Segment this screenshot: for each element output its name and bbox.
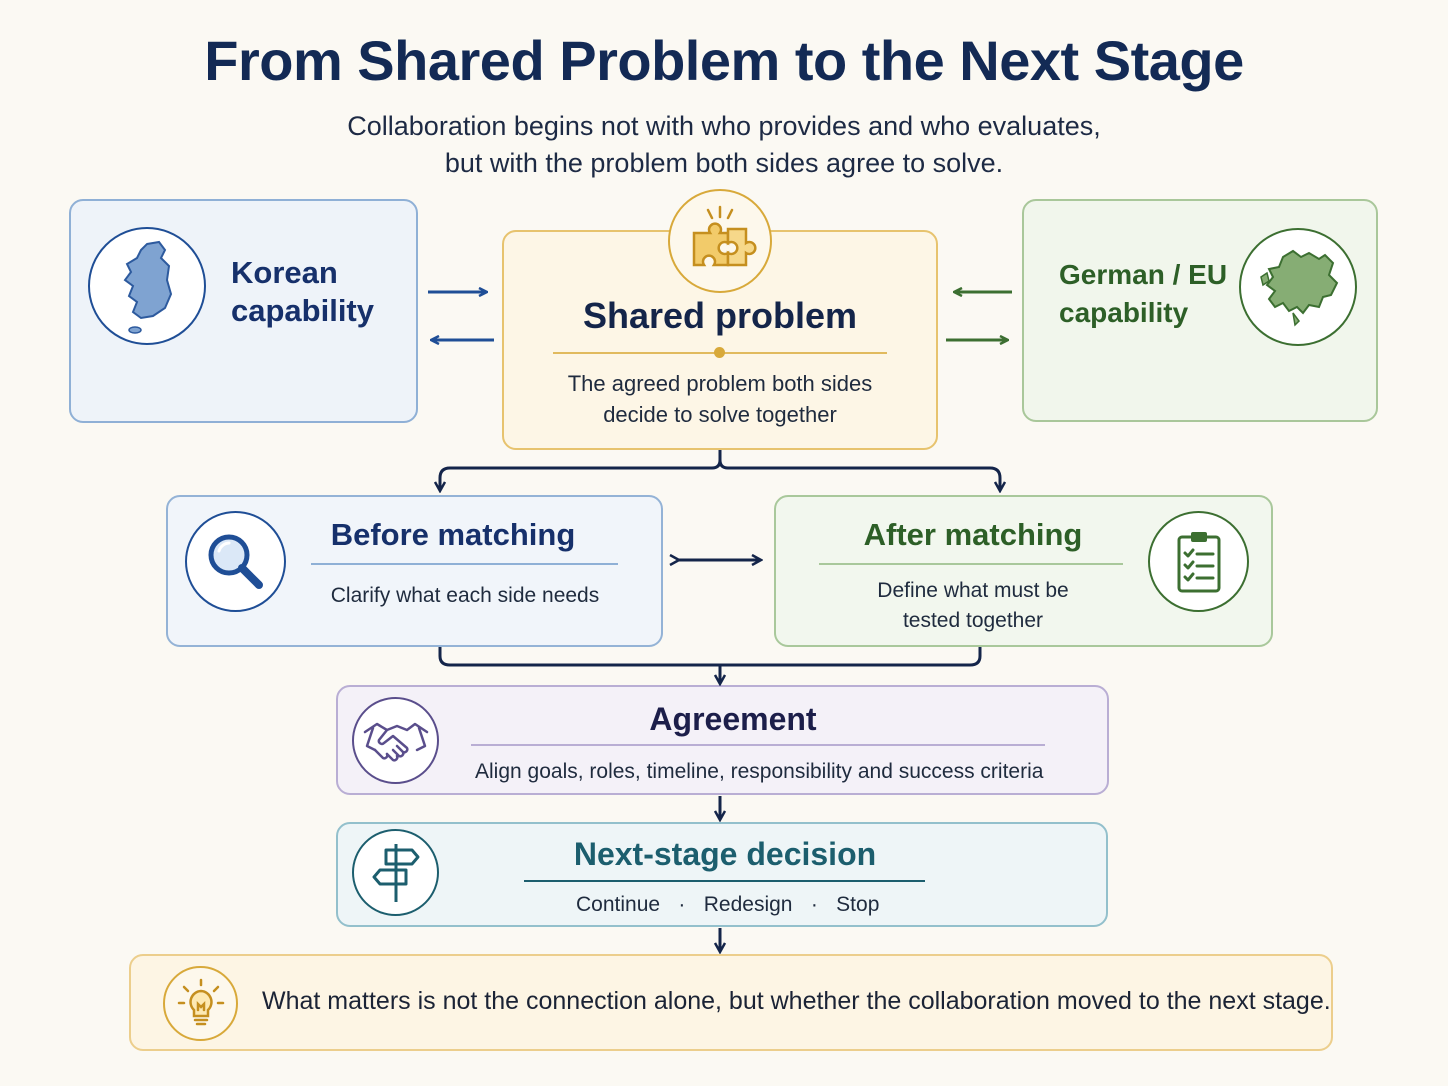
next-stage-box bbox=[336, 822, 1108, 927]
signpost-icon bbox=[352, 829, 439, 916]
lightbulb-icon bbox=[163, 966, 238, 1041]
option-stop: Stop bbox=[836, 893, 880, 916]
next-stage-divider bbox=[524, 880, 925, 882]
shared-problem-title: Shared problem bbox=[582, 295, 858, 336]
next-stage-title: Next-stage decision bbox=[573, 836, 877, 872]
agreement-desc: Align goals, roles, timeline, responsibi… bbox=[475, 760, 1044, 783]
korea-map-icon bbox=[88, 227, 206, 345]
option-separator: · bbox=[678, 893, 686, 916]
subtitle: Collaboration begins not with who provid… bbox=[0, 108, 1448, 182]
after-matching-desc: Define what must be tested together bbox=[877, 579, 1069, 632]
agreement-title: Agreement bbox=[649, 701, 817, 737]
europe-map-icon bbox=[1239, 228, 1357, 346]
after-divider bbox=[819, 563, 1123, 565]
handshake-icon bbox=[352, 697, 439, 784]
subtitle-line-2: but with the problem both sides agree to… bbox=[444, 148, 1004, 178]
page-title: From Shared Problem to the Next Stage bbox=[204, 29, 1244, 92]
arrow-shared-to-before-after bbox=[440, 450, 722, 490]
agreement-divider bbox=[471, 744, 1045, 746]
option-separator: · bbox=[810, 893, 818, 916]
option-continue: Continue bbox=[576, 893, 661, 916]
agreement-box bbox=[336, 685, 1109, 795]
footer-note-text: What matters is not the connection alone… bbox=[262, 987, 1331, 1015]
magnifier-icon bbox=[185, 511, 286, 612]
before-matching-title: Before matching bbox=[330, 517, 576, 552]
shared-problem-desc: The agreed problem both sides decide to … bbox=[567, 371, 873, 427]
footer-note-box bbox=[129, 954, 1333, 1051]
subtitle-line-1: Collaboration begins not with who provid… bbox=[347, 111, 1101, 141]
german-capability-label: German / EU capability bbox=[1059, 259, 1228, 328]
arrow-matching-to-agreement bbox=[438, 647, 982, 667]
before-divider bbox=[311, 563, 618, 565]
next-stage-options: Continue · Redesign · Stop bbox=[576, 889, 879, 920]
puzzle-icon bbox=[668, 189, 772, 293]
korean-capability-label: Korean capability bbox=[231, 255, 374, 328]
clipboard-checklist-icon bbox=[1148, 511, 1249, 612]
after-matching-title: After matching bbox=[863, 517, 1083, 552]
option-redesign: Redesign bbox=[703, 893, 793, 916]
before-matching-desc: Clarify what each side needs bbox=[330, 584, 600, 607]
shared-divider-dot bbox=[714, 347, 725, 358]
